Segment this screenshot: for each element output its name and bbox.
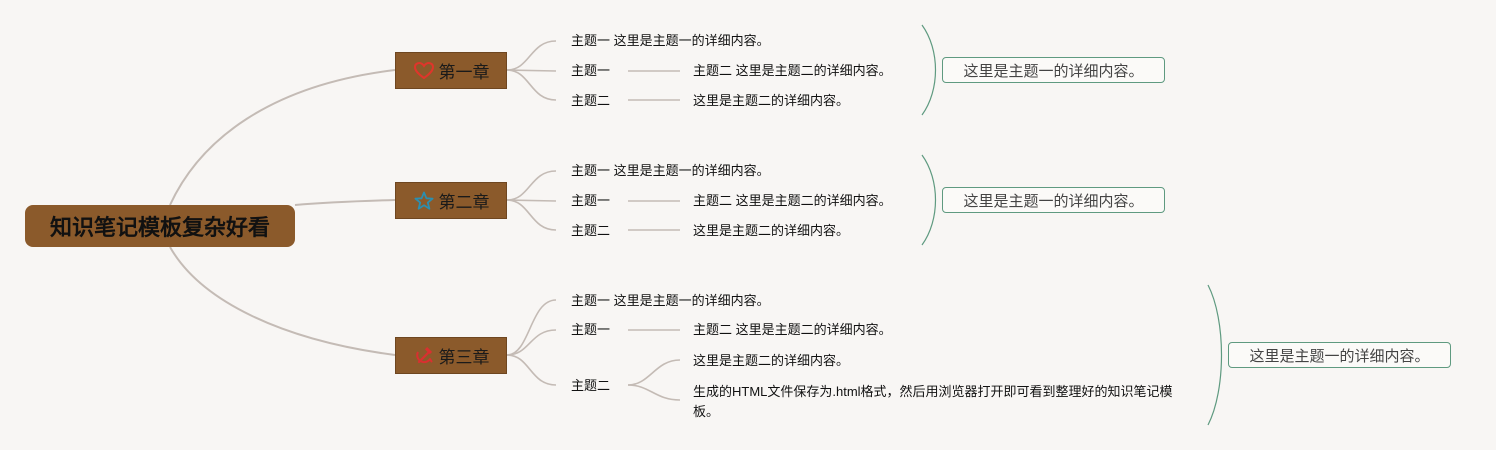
root-to-chapter-2-connector bbox=[294, 199, 396, 206]
ch1-branch-3 bbox=[506, 69, 557, 101]
ch3-sub-connector-2 bbox=[627, 359, 681, 386]
ch3-sub-connector-3 bbox=[627, 384, 681, 401]
ch3-item-5[interactable]: 这里是主题二的详细内容。 bbox=[693, 353, 850, 368]
ch3-branch-3 bbox=[506, 354, 557, 386]
ch2-summary-bracket bbox=[921, 154, 936, 246]
chapter-3-title: 第三章 bbox=[438, 348, 490, 367]
ch2-item-5[interactable]: 这里是主题二的详细内容。 bbox=[693, 223, 850, 238]
ch3-item-3[interactable]: 主题二 这里是主题二的详细内容。 bbox=[693, 322, 892, 337]
chapter-3-node[interactable]: 第三章 bbox=[395, 337, 507, 374]
star-icon bbox=[413, 190, 435, 212]
heart-icon bbox=[413, 60, 435, 82]
ch3-item-2[interactable]: 主题一 bbox=[571, 322, 611, 337]
ch3-summary[interactable]: 这里是主题一的详细内容。 bbox=[1228, 342, 1451, 368]
ch2-summary-text: 这里是主题一的详细内容。 bbox=[963, 192, 1144, 210]
ch2-branch-1 bbox=[506, 170, 557, 201]
ch1-summary-bracket bbox=[921, 24, 936, 116]
root-title: 知识笔记模板复杂好看 bbox=[49, 215, 270, 240]
ch1-item-5[interactable]: 这里是主题二的详细内容。 bbox=[693, 93, 850, 108]
ch2-item-2[interactable]: 主题一 bbox=[571, 193, 611, 208]
ch3-item-1[interactable]: 主题一 这里是主题一的详细内容。 bbox=[571, 293, 770, 308]
root-node[interactable]: 知识笔记模板复杂好看 bbox=[25, 205, 295, 247]
hammer-sickle-icon bbox=[413, 345, 435, 367]
ch3-branch-1 bbox=[506, 299, 557, 356]
ch2-branch-3 bbox=[506, 199, 557, 231]
ch2-item-3[interactable]: 主题二 这里是主题二的详细内容。 bbox=[693, 193, 892, 208]
ch1-item-2[interactable]: 主题一 bbox=[571, 63, 611, 78]
root-to-chapter-3-connector bbox=[169, 246, 396, 356]
ch1-item-3[interactable]: 主题二 这里是主题二的详细内容。 bbox=[693, 63, 892, 78]
chapter-2-node[interactable]: 第二章 bbox=[395, 182, 507, 219]
ch2-item-4[interactable]: 主题二 bbox=[571, 223, 611, 238]
ch3-summary-text: 这里是主题一的详细内容。 bbox=[1249, 347, 1430, 365]
chapter-1-title: 第一章 bbox=[438, 63, 490, 82]
ch3-item-4[interactable]: 主题二 bbox=[571, 378, 611, 393]
ch1-branch-1 bbox=[506, 40, 557, 71]
root-to-chapter-1-connector bbox=[169, 69, 396, 206]
chapter-1-node[interactable]: 第一章 bbox=[395, 52, 507, 89]
ch3-item-6[interactable]: 生成的HTML文件保存为.html格式，然后用浏览器打开即可看到整理好的知识笔记… bbox=[693, 384, 1173, 419]
ch1-item-4[interactable]: 主题二 bbox=[571, 93, 611, 108]
ch1-branch-2 bbox=[506, 69, 557, 72]
ch2-item-1[interactable]: 主题一 这里是主题一的详细内容。 bbox=[571, 163, 770, 178]
ch1-summary-text: 这里是主题一的详细内容。 bbox=[963, 62, 1144, 80]
ch1-item-1[interactable]: 主题一 这里是主题一的详细内容。 bbox=[571, 33, 770, 48]
ch2-branch-2 bbox=[506, 199, 557, 202]
ch3-summary-bracket bbox=[1207, 284, 1223, 426]
chapter-2-title: 第二章 bbox=[438, 193, 490, 212]
ch1-summary[interactable]: 这里是主题一的详细内容。 bbox=[942, 57, 1165, 83]
ch3-branch-2 bbox=[506, 329, 557, 356]
ch2-summary[interactable]: 这里是主题一的详细内容。 bbox=[942, 187, 1165, 213]
